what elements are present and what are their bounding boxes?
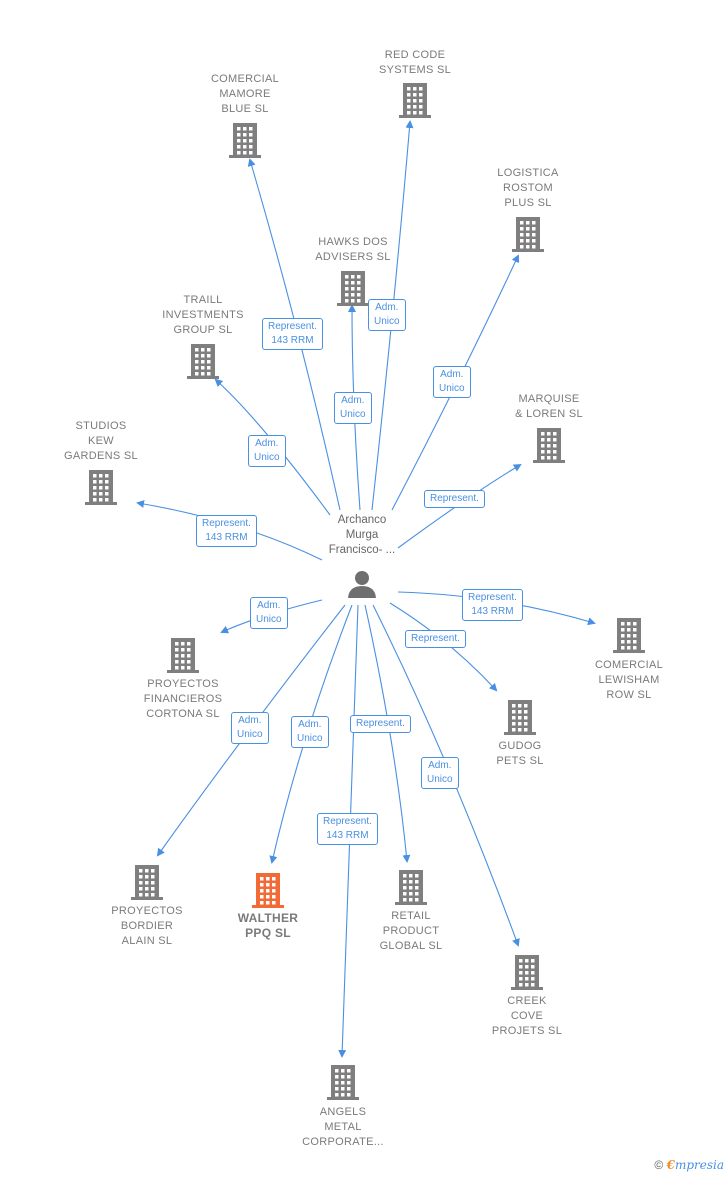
- building-icon[interactable]: [533, 428, 565, 463]
- building-icon[interactable]: [512, 217, 544, 252]
- edge-arrow: [214, 378, 331, 516]
- relation-label[interactable]: Adm. Unico: [291, 716, 329, 748]
- company-label[interactable]: PROYECTOS BORDIER ALAIN SL: [111, 905, 183, 947]
- building-icon[interactable]: [395, 870, 427, 905]
- relation-label[interactable]: Represent.: [424, 490, 485, 508]
- building-icon[interactable]: [511, 955, 543, 990]
- relation-label[interactable]: Represent. 143 RRM: [462, 589, 523, 621]
- copyright-icon: ©: [654, 1158, 664, 1172]
- building-icon[interactable]: [85, 470, 117, 505]
- copyright-notice: © €mpresia: [654, 1158, 724, 1172]
- empresia-logo[interactable]: €mpresia: [666, 1158, 724, 1172]
- building-icon[interactable]: [187, 344, 219, 379]
- company-label[interactable]: CREEK COVE PROJETS SL: [491, 995, 563, 1037]
- company-label[interactable]: COMERCIAL MAMORE BLUE SL: [210, 73, 280, 115]
- relation-label[interactable]: Represent.: [350, 715, 411, 733]
- person-name-label[interactable]: Archanco Murga Francisco- ...: [328, 514, 396, 556]
- relation-label[interactable]: Represent. 143 RRM: [262, 318, 323, 350]
- relation-label[interactable]: Represent. 143 RRM: [317, 813, 378, 845]
- relation-label[interactable]: Adm. Unico: [433, 366, 471, 398]
- building-icon[interactable]: [131, 865, 163, 900]
- building-icon[interactable]: [399, 83, 431, 118]
- building-icon[interactable]: [229, 123, 261, 158]
- company-label[interactable]: PROYECTOS FINANCIEROS CORTONA SL: [143, 678, 223, 720]
- company-label[interactable]: ANGELS METAL CORPORATE...: [302, 1106, 384, 1148]
- company-label[interactable]: COMERCIAL LEWISHAM ROW SL: [594, 659, 664, 701]
- company-label[interactable]: RED CODE SYSTEMS SL: [378, 49, 452, 76]
- company-label[interactable]: WALTHER PPQ SL: [237, 911, 299, 940]
- building-icon[interactable]: [337, 271, 369, 306]
- company-label[interactable]: STUDIOS KEW GARDENS SL: [64, 420, 138, 462]
- building-icon[interactable]: [613, 618, 645, 653]
- building-icon[interactable]: [327, 1065, 359, 1100]
- edge-arrow: [364, 604, 411, 863]
- company-label[interactable]: MARQUISE & LOREN SL: [515, 393, 583, 420]
- relation-label[interactable]: Adm. Unico: [231, 712, 269, 744]
- person-icon[interactable]: [348, 571, 376, 598]
- company-label[interactable]: TRAILL INVESTMENTS GROUP SL: [162, 294, 244, 336]
- building-icon[interactable]: [504, 700, 536, 735]
- relation-label[interactable]: Adm. Unico: [368, 299, 406, 331]
- relation-label[interactable]: Adm. Unico: [250, 597, 288, 629]
- company-label[interactable]: RETAIL PRODUCT GLOBAL SL: [379, 910, 443, 952]
- relation-label[interactable]: Represent. 143 RRM: [196, 515, 257, 547]
- building-icon[interactable]: [167, 638, 199, 673]
- relation-label[interactable]: Adm. Unico: [248, 435, 286, 467]
- company-label[interactable]: GUDOG PETS SL: [496, 740, 544, 767]
- building-icon[interactable]: [252, 873, 284, 908]
- relation-label[interactable]: Represent.: [405, 630, 466, 648]
- company-label[interactable]: HAWKS DOS ADVISERS SL: [315, 236, 391, 263]
- relation-label[interactable]: Adm. Unico: [421, 757, 459, 789]
- company-label[interactable]: LOGISTICA ROSTOM PLUS SL: [497, 167, 559, 209]
- relation-label[interactable]: Adm. Unico: [334, 392, 372, 424]
